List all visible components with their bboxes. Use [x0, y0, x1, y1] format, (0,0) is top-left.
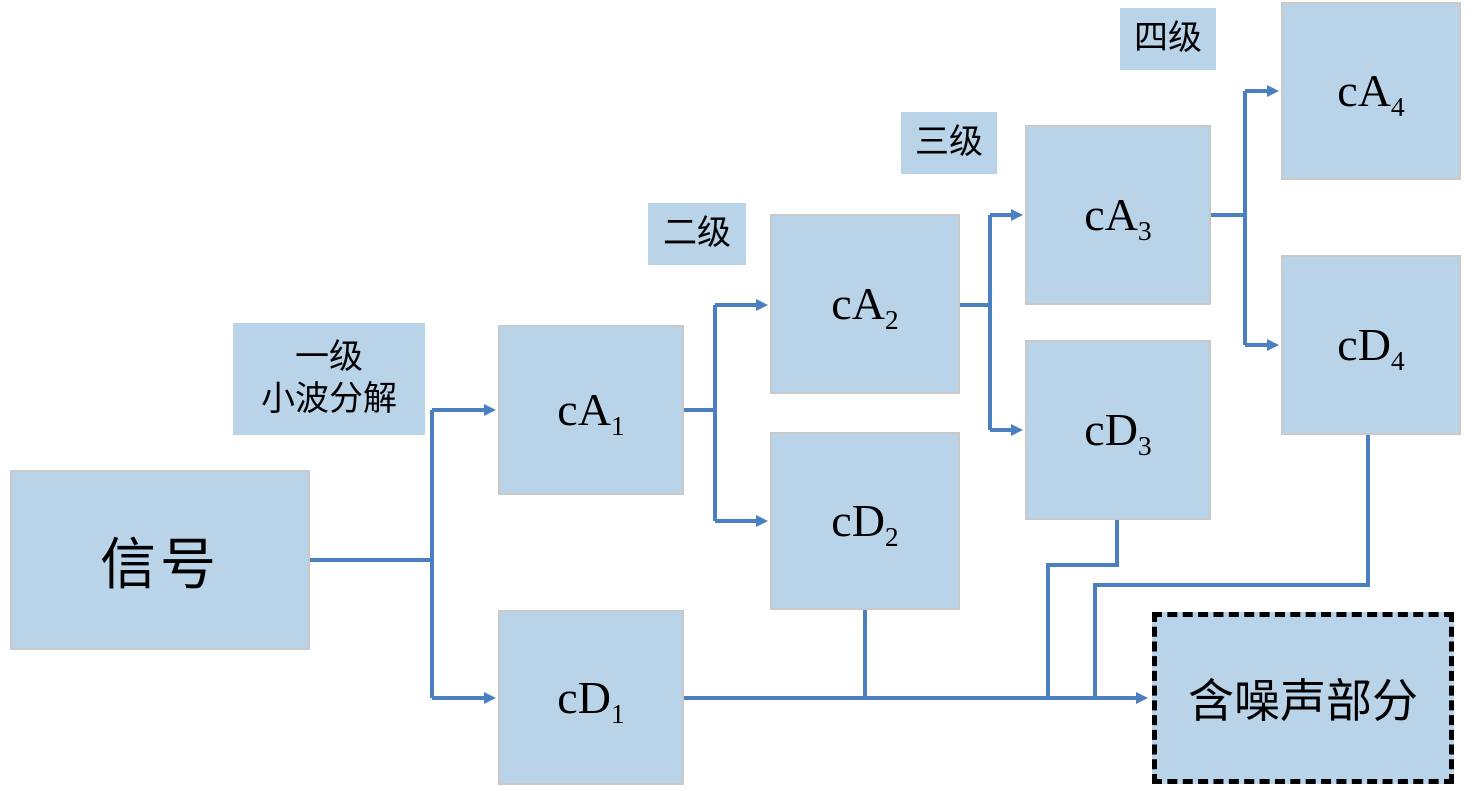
ca1-box: cA1 — [498, 325, 684, 495]
cd3-label: cD3 — [1084, 404, 1152, 462]
ca2-label: cA2 — [831, 278, 899, 336]
cd2-label: cD2 — [831, 495, 899, 553]
level1-label-line2: 小波分解 — [261, 381, 397, 418]
cd1-label: cD1 — [557, 671, 625, 729]
level1-label-line1: 一级 — [295, 338, 363, 376]
level2-label: 二级 — [648, 203, 746, 265]
cd1-box: cD1 — [498, 610, 684, 785]
ca1-label: cA1 — [557, 384, 625, 442]
ca3-label: cA3 — [1084, 189, 1152, 247]
cd3-box: cD3 — [1025, 340, 1211, 520]
level1-label: 一级 小波分解 — [233, 323, 425, 435]
noise-part-label: 含噪声部分 — [1188, 676, 1418, 727]
ca2-box: cA2 — [770, 214, 960, 394]
ca4-label: cA4 — [1337, 65, 1405, 123]
level3-label: 三级 — [901, 112, 997, 174]
signal-box: 信号 — [10, 470, 310, 650]
noise-part-box: 含噪声部分 — [1152, 612, 1454, 784]
cd4-label: cD4 — [1337, 319, 1405, 377]
cd2-box: cD2 — [770, 432, 960, 610]
cd4-box: cD4 — [1281, 255, 1461, 435]
level4-label: 四级 — [1120, 8, 1216, 70]
ca4-box: cA4 — [1281, 2, 1461, 180]
ca3-box: cA3 — [1025, 125, 1211, 305]
signal-label: 信号 — [100, 534, 220, 597]
